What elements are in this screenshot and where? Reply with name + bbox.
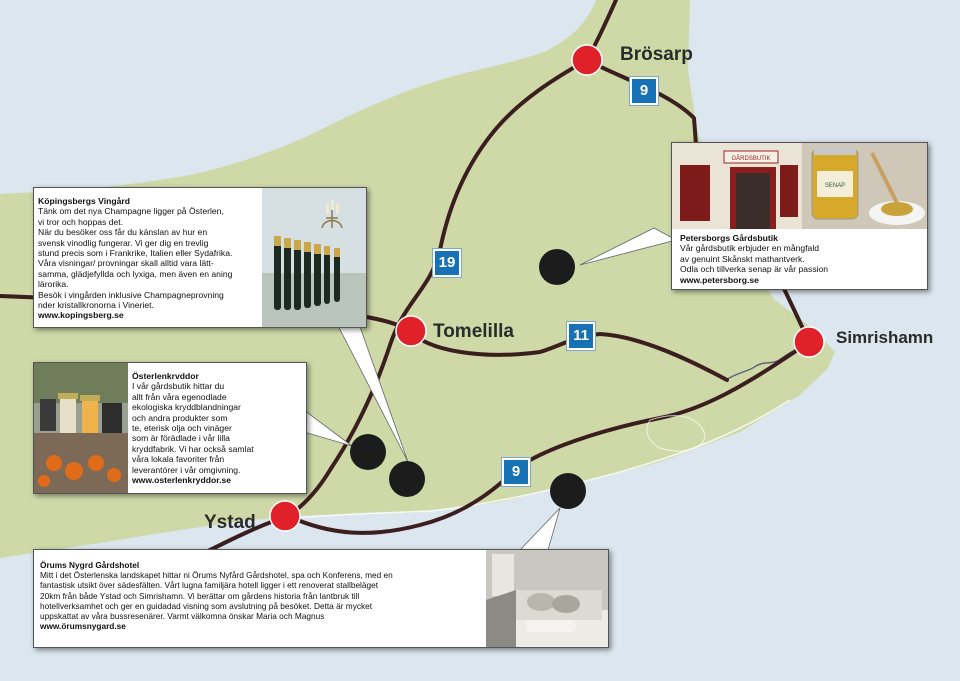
kopingsberg-marker[interactable]: [389, 461, 425, 497]
osterlenkryddor-photo: [34, 363, 128, 493]
petersborg-marker[interactable]: [539, 249, 575, 285]
coast-line: [269, 399, 791, 521]
brosarp-marker[interactable]: [571, 44, 603, 76]
petersborg-card[interactable]: GÅRDSBUTIK SENAP Petersborgs Gårdsbutik …: [671, 142, 928, 290]
road-9-north-shield: 9: [630, 77, 658, 105]
mustard-jar-label: SENAP: [825, 183, 845, 189]
orums-photo: [486, 550, 608, 647]
orums-title: Örums Nygrd Gårdshotel: [40, 560, 140, 570]
petersborg-website[interactable]: www.petersborg.se: [680, 274, 759, 285]
kopingsberg-title: Köpingsbergs Vingård: [38, 196, 130, 206]
osterlenkryddor-card[interactable]: Österlenkrvddor I vår gårdsbutik hittar …: [33, 362, 307, 494]
petersborg-title: Petersborgs Gårdsbutik: [680, 233, 778, 243]
road-11-shield: 11: [567, 322, 595, 350]
brosarp-label: Brösarp: [620, 44, 693, 65]
tomelilla-marker[interactable]: [395, 315, 427, 347]
osterlenkryddor-title: Österlenkrvddor: [132, 371, 199, 381]
orums-body: Mitt i det Österlenska landskapet hittar…: [40, 570, 393, 622]
simrishamn-label: Simrishamn: [836, 328, 934, 347]
kopingsberg-body: Tänk om det nya Champagne ligger på Öste…: [38, 206, 233, 311]
road-19-line: [286, 248, 442, 518]
kopingsberg-website[interactable]: www.kopingsberg.se: [38, 310, 124, 321]
lake: [0, 0, 596, 194]
petersborg-pointer: [579, 227, 678, 266]
kopingsberg-card[interactable]: Köpingsbergs Vingård Tänk om det nya Cha…: [33, 187, 367, 328]
road-9-south-shield: 9: [502, 458, 530, 486]
osterlenkryddor-marker[interactable]: [350, 434, 386, 470]
osterlenkryddor-body: I vår gårdsbutik hittar du allt från vår…: [132, 381, 254, 475]
petersborg-photo: GÅRDSBUTIK SENAP: [672, 143, 927, 229]
road-brosarp-west: [438, 58, 589, 252]
orums-card[interactable]: Örums Nygrd Gårdshotel Mitt i det Österl…: [33, 549, 609, 648]
petersborg-body: Vår gårdsbutik erbjuder en mångfald av g…: [680, 243, 829, 275]
orums-marker[interactable]: [550, 473, 586, 509]
simrishamn-marker[interactable]: [793, 326, 825, 358]
kopingsberg-photo: [262, 188, 366, 327]
field-outline: [646, 415, 706, 452]
ystad-label: Ystad: [204, 512, 256, 533]
shop-sign-text: GÅRDSBUTIK: [731, 155, 770, 162]
road-19-shield: 19: [433, 249, 461, 277]
tomelilla-label: Tomelilla: [433, 321, 514, 342]
osterlenkryddor-website[interactable]: www.osterlenkryddor.se: [132, 475, 232, 486]
orums-website[interactable]: www.örumsnygard.se: [40, 621, 126, 632]
ystad-marker[interactable]: [269, 500, 301, 532]
